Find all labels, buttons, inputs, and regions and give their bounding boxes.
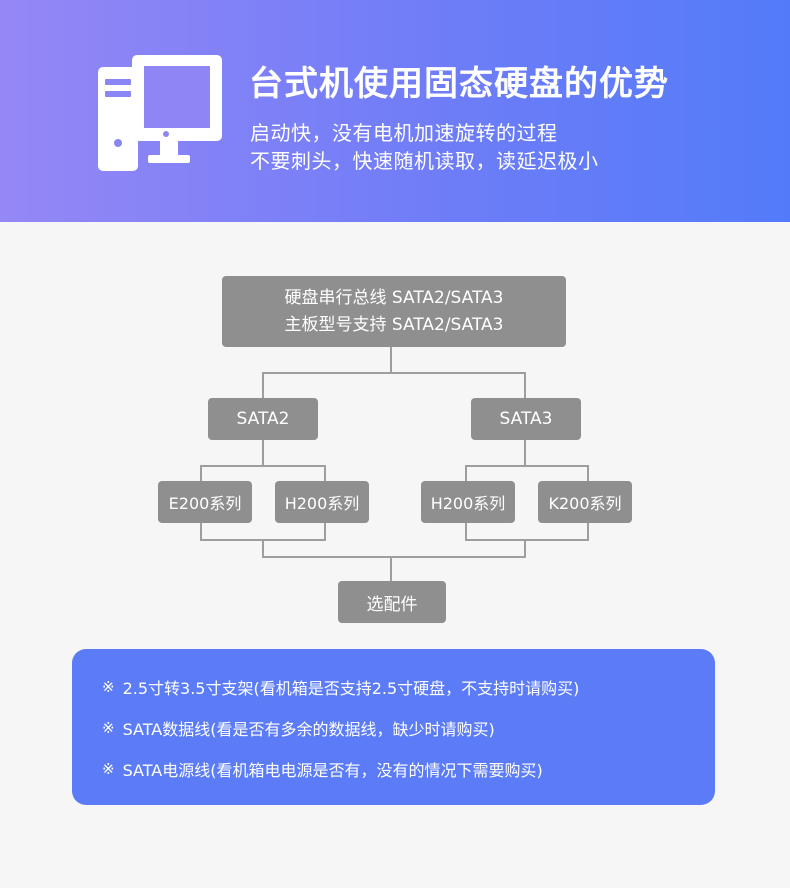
note-item: ※ SATA数据线(看是否有多余的数据线，缺少时请购买) <box>102 716 495 740</box>
header-banner: 台式机使用固态硬盘的优势 启动快，没有电机加速旋转的过程 不要刺头，快速随机读取… <box>0 0 790 222</box>
subtitle-line-1: 启动快，没有电机加速旋转的过程 <box>250 121 558 145</box>
reference-mark-icon: ※ <box>102 760 115 778</box>
subtitle-line-2: 不要刺头，快速随机读取，读延迟极小 <box>250 149 599 173</box>
note-item: ※ SATA电源线(看机箱电电源是否有，没有的情况下需要购买) <box>102 757 543 781</box>
h200-series-box-left: H200系列 <box>275 481 369 523</box>
reference-mark-icon: ※ <box>102 719 115 737</box>
page-title: 台式机使用固态硬盘的优势 <box>249 64 669 104</box>
reference-mark-icon: ※ <box>102 678 115 696</box>
k200-series-box: K200系列 <box>538 481 632 523</box>
interface-spec-box: 硬盘串行总线 SATA2/SATA3 主板型号支持 SATA2/SATA3 <box>222 276 566 347</box>
note-text: 2.5寸转3.5寸支架(看机箱是否支持2.5寸硬盘，不支持时请购买) <box>122 679 580 698</box>
note-text: SATA数据线(看是否有多余的数据线，缺少时请购买) <box>122 720 495 739</box>
sata2-box: SATA2 <box>208 398 318 440</box>
notes-panel: ※ 2.5寸转3.5寸支架(看机箱是否支持2.5寸硬盘，不支持时请购买) ※ S… <box>72 649 715 805</box>
interface-spec-line-1: 硬盘串行总线 SATA2/SATA3 <box>284 287 504 308</box>
note-item: ※ 2.5寸转3.5寸支架(看机箱是否支持2.5寸硬盘，不支持时请购买) <box>102 675 579 699</box>
desktop-computer-icon <box>98 55 222 171</box>
interface-spec-line-2: 主板型号支持 SATA2/SATA3 <box>284 314 504 335</box>
e200-series-box: E200系列 <box>158 481 252 523</box>
note-text: SATA电源线(看机箱电电源是否有，没有的情况下需要购买) <box>122 761 543 780</box>
accessories-box: 选配件 <box>338 581 446 623</box>
sata3-box: SATA3 <box>471 398 581 440</box>
h200-series-box-right: H200系列 <box>421 481 515 523</box>
